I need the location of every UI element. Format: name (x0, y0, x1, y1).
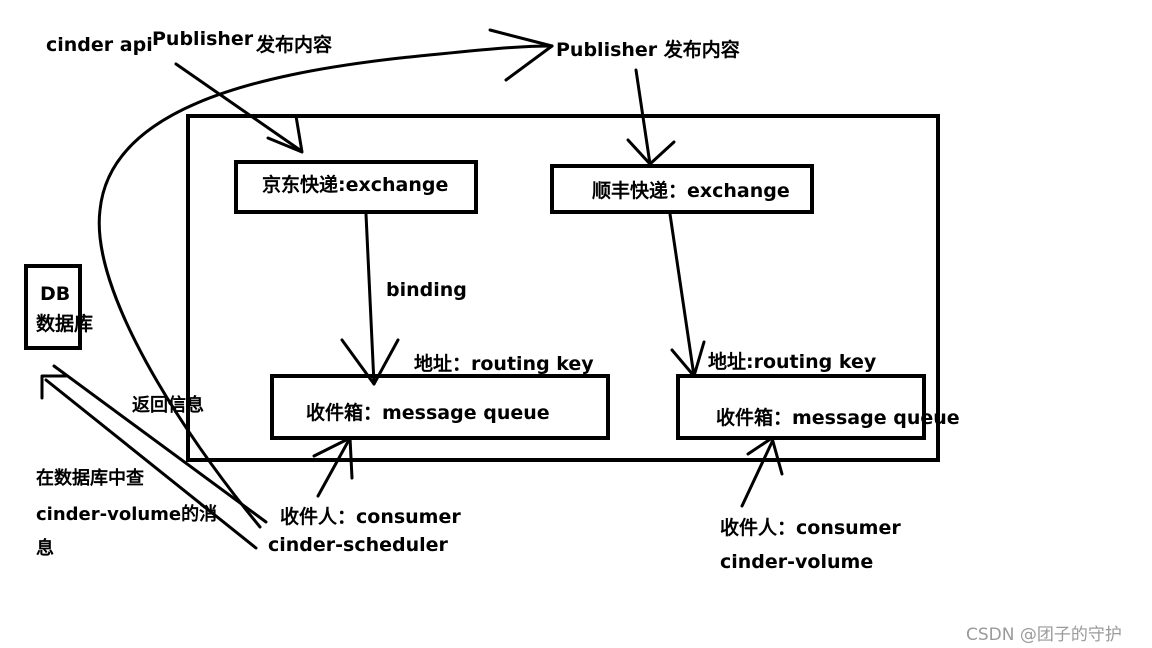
curve-scheduler-to-publisher (97, 44, 554, 529)
jd-exchange-label: 京东快递:exchange (262, 174, 449, 196)
query-line2-label: cinder-volume的消 (36, 504, 218, 525)
query-line1-label: 在数据库中查 (36, 468, 144, 489)
left-queue-box (270, 374, 610, 440)
arrowhead-db (40, 374, 68, 400)
routing-key-right-label: 地址:routing key (708, 351, 877, 373)
arrow-db-query-line (44, 378, 258, 550)
right-queue-label: 收件箱：message queue (716, 407, 960, 429)
return-info-label: 返回信息 (132, 395, 204, 416)
scheduler-label: cinder-scheduler (268, 534, 448, 556)
arrowhead-left-queue (340, 338, 400, 386)
arrow-publisher-to-jd-exchange (174, 62, 302, 152)
sf-exchange-label: 顺丰快递：exchange (592, 180, 790, 202)
routing-key-left-label: 地址：routing key (414, 353, 594, 375)
cinder-api-label: cinder api (46, 34, 153, 56)
rabbitmq-broker-box (186, 114, 940, 462)
right-queue-box (676, 374, 926, 440)
publish-content-left-label: 发布内容 (256, 34, 333, 56)
query-line3-label: 息 (36, 538, 54, 559)
watermark: CSDN @团子的守护 (966, 625, 1122, 645)
db-cn-label: 数据库 (36, 313, 94, 335)
arrowhead-jd-exchange (266, 114, 304, 154)
consumer-left-label: 收件人：consumer (280, 506, 461, 528)
arrow-consumer-to-left-queue (316, 436, 352, 498)
arrow-jd-exchange-to-queue (364, 212, 376, 386)
sf-exchange-box (550, 164, 814, 214)
db-box (24, 264, 82, 350)
jd-exchange-box (234, 160, 478, 214)
arrow-db-return-line (52, 364, 268, 524)
left-queue-label: 收件箱：message queue (306, 402, 550, 424)
arrowhead-publisher-right-top (488, 28, 554, 48)
arrow-consumer-to-right-queue (740, 440, 774, 508)
db-label: DB (40, 283, 71, 305)
binding-label: binding (386, 279, 467, 301)
arrow-sf-exchange-to-queue (668, 212, 696, 378)
arrowhead-publisher-right-bottom (504, 44, 554, 82)
publisher-right-label: Publisher 发布内容 (556, 39, 740, 61)
publisher-left-label: Publisher (152, 28, 254, 50)
consumer-right-label: 收件人：consumer (720, 517, 901, 539)
volume-label: cinder-volume (720, 551, 874, 573)
